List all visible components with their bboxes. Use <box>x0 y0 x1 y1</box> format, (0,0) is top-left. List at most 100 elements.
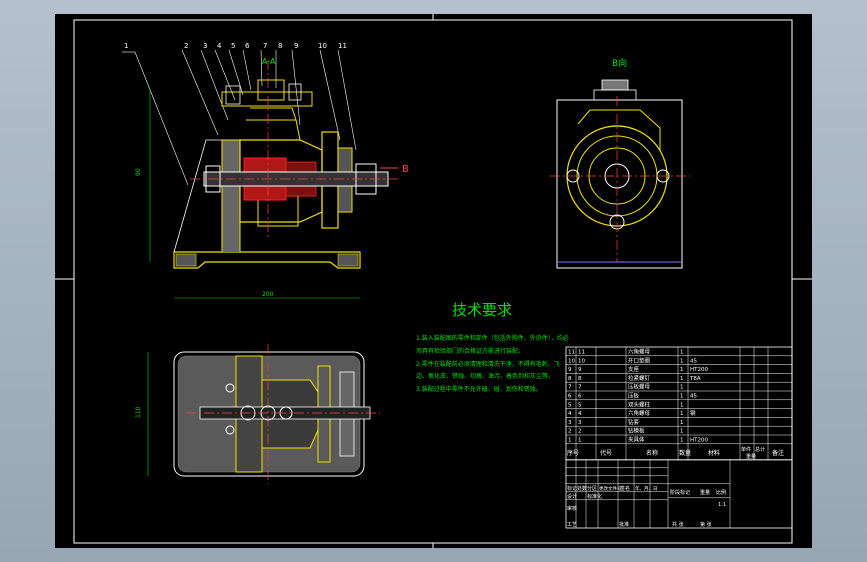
part-qty: 1 <box>680 367 684 373</box>
part-code: 6 <box>578 394 582 400</box>
header-total-weight: 总计 <box>755 446 765 453</box>
part-name: 夹具体 <box>628 436 645 444</box>
part-code: 8 <box>578 376 582 382</box>
part-material: 钢 <box>690 409 696 417</box>
part-name: 支座 <box>628 365 640 373</box>
part-name: 拉紧螺钉 <box>628 374 651 382</box>
balloon-7: 7 <box>263 42 267 50</box>
tech-req-lines: 1.装入装配图的零件和部件（包括外购件、外协件），均必须具有检验部门的合格证方能… <box>416 334 569 393</box>
top-pin-1 <box>225 383 235 393</box>
part-code: 1 <box>578 438 582 444</box>
part-name: 钻模板 <box>628 427 645 435</box>
bolt-hole-left <box>566 169 580 183</box>
section-label: A-A <box>262 57 276 66</box>
side-view-label: B向 <box>612 57 627 69</box>
balloon-6: 6 <box>245 42 250 50</box>
part-no: 2 <box>568 429 572 435</box>
part-no: 9 <box>568 367 572 373</box>
part-qty: 1 <box>680 376 684 382</box>
base-hatch-right <box>337 253 359 267</box>
tb-sign: 签名 <box>620 485 630 492</box>
side-body-outline <box>556 99 683 269</box>
front-view: A-A B 90 200 <box>135 57 409 299</box>
part-material: T8A <box>689 376 701 382</box>
header-no: 序号 <box>567 449 579 457</box>
tb-process: 工艺 <box>567 522 577 528</box>
part-qty: 1 <box>680 420 684 426</box>
balloon-5: 5 <box>231 42 235 50</box>
part-no: 8 <box>568 376 572 382</box>
part-material: HT200 <box>690 438 708 444</box>
workpiece-top <box>246 107 301 141</box>
base-plate <box>173 251 361 269</box>
part-material: 45 <box>690 394 697 400</box>
part-code: 9 <box>578 367 582 373</box>
tb-date: 年、月、日 <box>635 485 658 492</box>
nut-right <box>288 83 302 101</box>
part-name: 六角螺母 <box>628 409 651 417</box>
depth-dim: 110 <box>135 406 142 418</box>
part-material: 45 <box>690 358 697 364</box>
rib-line <box>173 139 222 253</box>
part-qty: 1 <box>680 358 684 364</box>
part-name: 压板 <box>628 392 640 400</box>
part-material: HT200 <box>690 367 708 373</box>
part-qty: 1 <box>680 411 684 417</box>
tech-req-line-2: 须具有检验部门的合格证方能进行装配。 <box>416 347 524 355</box>
balloon-1: 1 <box>124 42 128 50</box>
balloon-9: 9 <box>294 42 298 50</box>
part-no: 11 <box>568 350 575 356</box>
part-no: 6 <box>568 394 572 400</box>
part-name: 压板螺母 <box>628 383 651 391</box>
center-marks <box>55 14 812 548</box>
side-view: B向 <box>550 57 690 269</box>
part-no: 1 <box>568 438 572 444</box>
height-dim: 90 <box>135 168 142 176</box>
header-name: 名称 <box>646 449 658 457</box>
header-weight: 重量 <box>746 453 756 460</box>
header-material: 材料 <box>708 449 720 457</box>
part-no: 10 <box>568 358 575 364</box>
tb-mark: 标记 <box>567 485 577 492</box>
part-name: 开口垫圈 <box>628 356 651 364</box>
bolt-hole-right <box>656 169 670 183</box>
bolt-head <box>205 165 221 193</box>
tb-weight: 重量 <box>700 489 710 496</box>
part-qty: 1 <box>680 350 684 356</box>
drill-plate <box>221 91 313 107</box>
tb-stage-mark: 阶段标记 <box>670 489 690 496</box>
technical-requirements: 技术要求 1.装入装配图的零件和部件（包括外购件、外协件），均必须具有检验部门的… <box>416 301 569 393</box>
part-name: 钻套 <box>628 418 640 426</box>
base-hatch-left <box>175 253 197 267</box>
balloon-2: 2 <box>184 42 188 50</box>
tb-designer: 设计 <box>567 493 577 500</box>
part-qty: 1 <box>680 402 684 408</box>
tb-change-doc: 更改文件号 <box>599 485 622 492</box>
header-remarks: 备注 <box>772 449 784 457</box>
view-arrow-label: B <box>402 164 409 175</box>
balloon-8: 8 <box>278 42 282 50</box>
header-unit-weight: 单件 <box>741 446 751 453</box>
tech-req-line-4: 边、氧化皮、锈蚀、切屑、油污、着色剂和灰尘等。 <box>416 372 554 380</box>
part-qty: 1 <box>680 429 684 435</box>
part-no: 5 <box>568 402 572 408</box>
drill-bushing <box>257 79 285 101</box>
part-name: 双头螺柱 <box>628 400 651 408</box>
upright-wall <box>221 139 241 252</box>
balloon-11: 11 <box>338 42 347 50</box>
tech-req-line-1: 1.装入装配图的零件和部件（包括外购件、外协件），均必 <box>416 334 569 342</box>
tech-req-line-5: 3.装配过程中零件不允许磕、碰、划伤和锈蚀。 <box>416 385 542 393</box>
title-block-frame <box>565 459 793 529</box>
width-dim: 200 <box>262 291 274 298</box>
